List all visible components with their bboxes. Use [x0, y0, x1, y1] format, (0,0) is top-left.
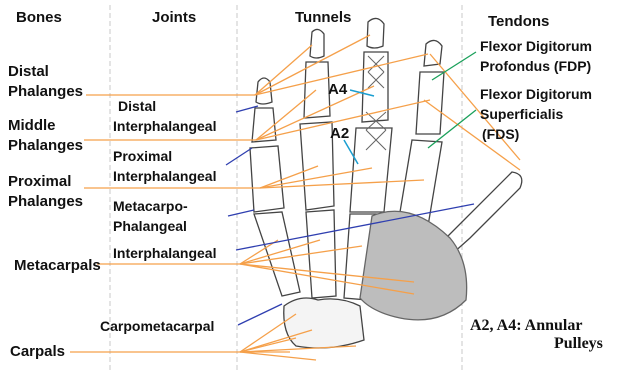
bone-middle-line1: Middle [8, 116, 56, 136]
joint-ip: Interphalangeal [113, 243, 216, 263]
tendon-fdp-line1: Flexor Digitorum [480, 36, 592, 56]
joint-pip-line2: Interphalangeal [113, 166, 216, 186]
palm-muscles [360, 211, 467, 320]
pulley-a2-label: A2 [330, 124, 349, 144]
tendon-fds-line3: (FDS) [482, 124, 519, 144]
metacarpal-5 [254, 212, 300, 296]
bone-distal-line2: Phalanges [8, 82, 83, 102]
tendon-fdp-line2: Profondus (FDP) [480, 56, 591, 76]
flexor-sheath [366, 56, 386, 150]
header-tendons: Tendons [488, 12, 549, 32]
joint-cmc: Carpometacarpal [100, 316, 214, 336]
joint-mcp-line1: Metacarpo- [113, 196, 188, 216]
header-joints: Joints [152, 8, 196, 28]
header-bones: Bones [16, 8, 62, 28]
tendon-fds-line1: Flexor Digitorum [480, 84, 592, 104]
header-tunnels: Tunnels [295, 8, 351, 28]
bone-proximal-line1: Proximal [8, 172, 71, 192]
joint-dip-line1: Distal [118, 96, 156, 116]
joint-pip-line1: Proximal [113, 146, 172, 166]
joint-mcp-line2: Phalangeal [113, 216, 187, 236]
note-line2: Pulleys [554, 334, 603, 354]
joint-dip-line2: Interphalangeal [113, 116, 216, 136]
bone-metacarpals: Metacarpals [14, 256, 101, 276]
index-finger [398, 40, 444, 226]
pulley-a4-label: A4 [328, 80, 347, 100]
little-finger [250, 78, 284, 212]
tendon-fds-line2: Superficialis [480, 104, 563, 124]
bone-carpals: Carpals [10, 342, 65, 362]
note-line1: A2, A4: Annular [470, 316, 582, 336]
bone-proximal-line2: Phalanges [8, 192, 83, 212]
carpals [284, 298, 364, 348]
bone-distal-line1: Distal [8, 62, 49, 82]
bone-middle-line2: Phalanges [8, 136, 83, 156]
